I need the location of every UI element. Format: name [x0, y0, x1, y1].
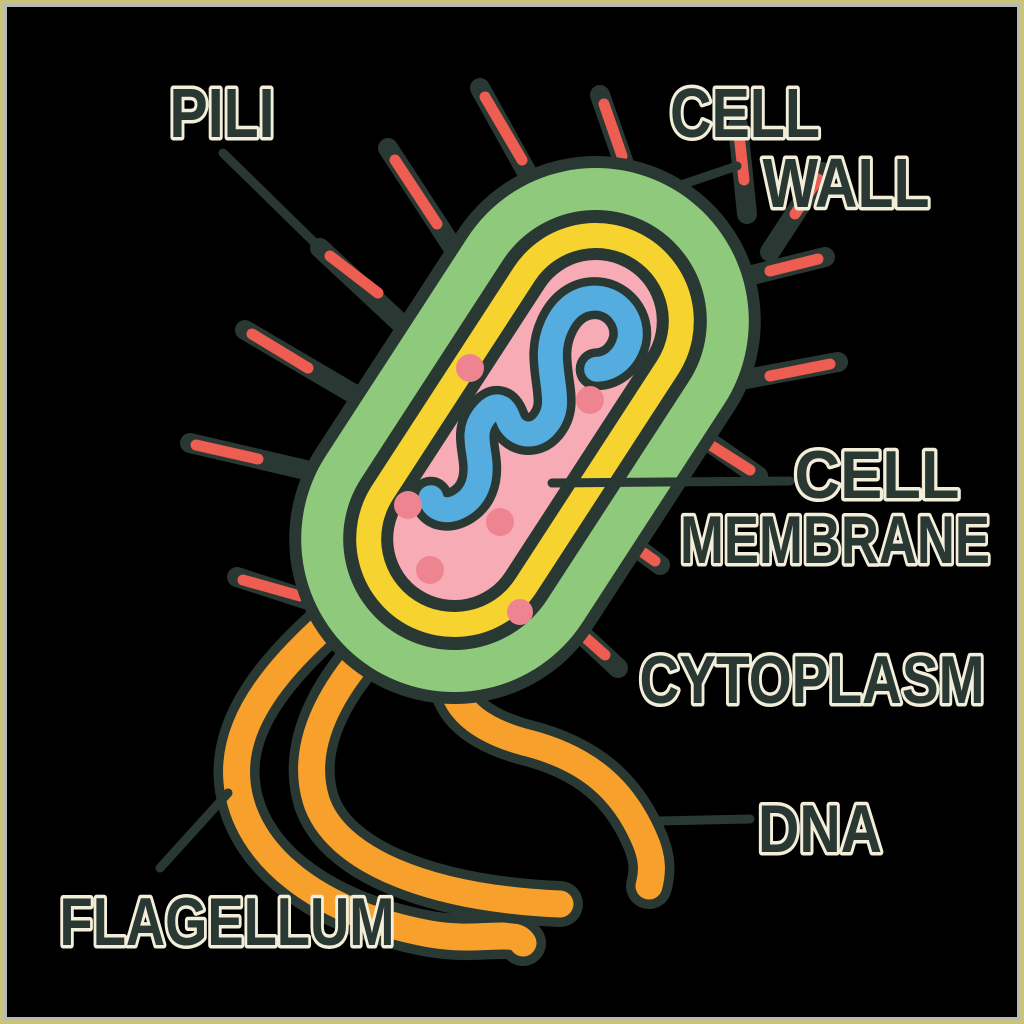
- ribosome-dot: [394, 491, 422, 519]
- ribosome-dot: [507, 599, 533, 625]
- pilus-icon: [789, 173, 824, 220]
- pilus-icon: [598, 98, 628, 162]
- dna-strand-icon: [418, 285, 643, 523]
- pilus-icon: [190, 439, 264, 465]
- cell-body: [289, 155, 761, 705]
- dna-pointer-line: [653, 814, 755, 826]
- flagellum-label: FLAGELLUM: [60, 884, 395, 960]
- cell-membrane-label-line1: CELL: [795, 437, 960, 513]
- pilus-icon: [706, 440, 756, 476]
- cytoplasm-label: CYTOPLASM: [640, 642, 985, 718]
- pili-label: PILI: [170, 74, 275, 152]
- inner-frame-border: [4, 4, 1020, 1020]
- pilus-icon: [246, 328, 314, 374]
- ribosome-dot: [576, 386, 604, 414]
- labels-group: PILI CELL WALL CELL MEMBRANE CYTOPLASM D…: [56, 71, 994, 964]
- cell-wall-label-line2: WALL: [763, 144, 930, 222]
- ribosome-dot: [416, 556, 444, 584]
- pilus-icon: [733, 128, 750, 186]
- pilus-icon: [764, 253, 824, 277]
- dna-label: DNA: [758, 791, 882, 867]
- pilus-icon: [324, 250, 384, 299]
- cell-wall-pointer-line: [673, 161, 742, 191]
- ribosome-dot: [486, 508, 514, 536]
- pointer-lines: [155, 161, 795, 873]
- pilus-icon: [479, 91, 528, 166]
- flagellum-pointer-line: [155, 788, 233, 873]
- pilus-icon: [764, 358, 836, 382]
- pilus-icon: [389, 154, 443, 230]
- cell-membrane-pointer-line: [547, 476, 795, 488]
- ribosome-dot: [456, 354, 484, 382]
- cell-membrane-label-line2: MEMBRANE: [680, 502, 990, 578]
- ribosome-dots: [394, 354, 604, 625]
- pili-pointer-line: [218, 148, 325, 253]
- cell-wall-label-line1: CELL: [670, 74, 820, 152]
- flagellum-icon: [223, 558, 537, 957]
- pilus-icon: [237, 574, 306, 602]
